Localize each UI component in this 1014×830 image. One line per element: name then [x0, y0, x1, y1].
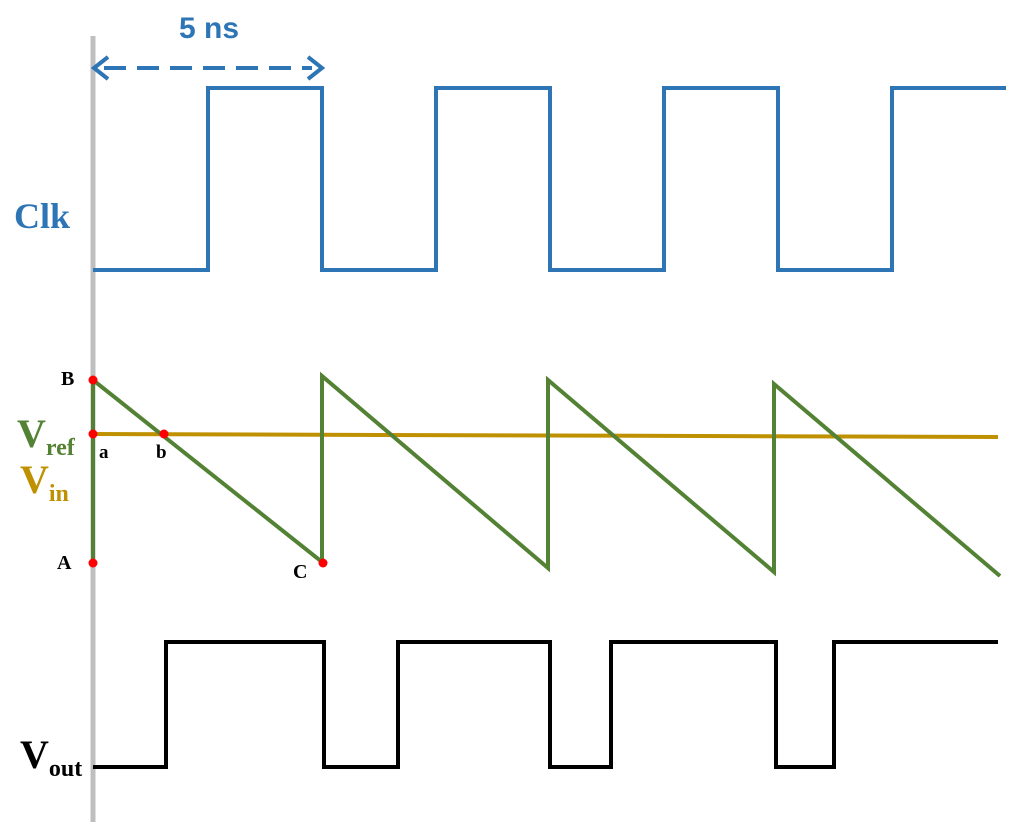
- point-A-marker: [88, 558, 98, 568]
- point-B-marker: [88, 375, 98, 385]
- vin-label-main: V: [20, 457, 49, 502]
- vout-label-sub: out: [49, 756, 82, 782]
- clk-label: Clk: [14, 196, 70, 236]
- vout-label: Vout: [20, 732, 82, 782]
- vout-label-main: V: [20, 732, 49, 777]
- period-arrow: [90, 55, 326, 81]
- clk-waveform: [93, 86, 1006, 272]
- point-a-label: a: [99, 442, 109, 463]
- vin-label-sub: in: [49, 481, 69, 507]
- vref-label: Vref: [17, 411, 76, 461]
- vref-label-sub: ref: [46, 435, 76, 461]
- point-b-label: b: [156, 442, 167, 463]
- point-C-marker: [318, 558, 328, 568]
- point-B-label: B: [61, 368, 74, 390]
- period-arrow-head-right: [306, 55, 326, 81]
- point-A-label: A: [57, 552, 72, 574]
- period-label: 5 ns: [179, 12, 239, 45]
- ramp-waveform: [91, 371, 1002, 578]
- period-arrow-head-left: [90, 55, 110, 81]
- vref-label-main: V: [17, 411, 46, 456]
- vin-line: [92, 432, 999, 439]
- vout-waveform: [93, 640, 998, 769]
- vin-label: Vin: [20, 457, 69, 507]
- point-b-marker: [159, 429, 169, 439]
- point-a-marker: [88, 429, 98, 439]
- point-C-label: C: [293, 561, 307, 583]
